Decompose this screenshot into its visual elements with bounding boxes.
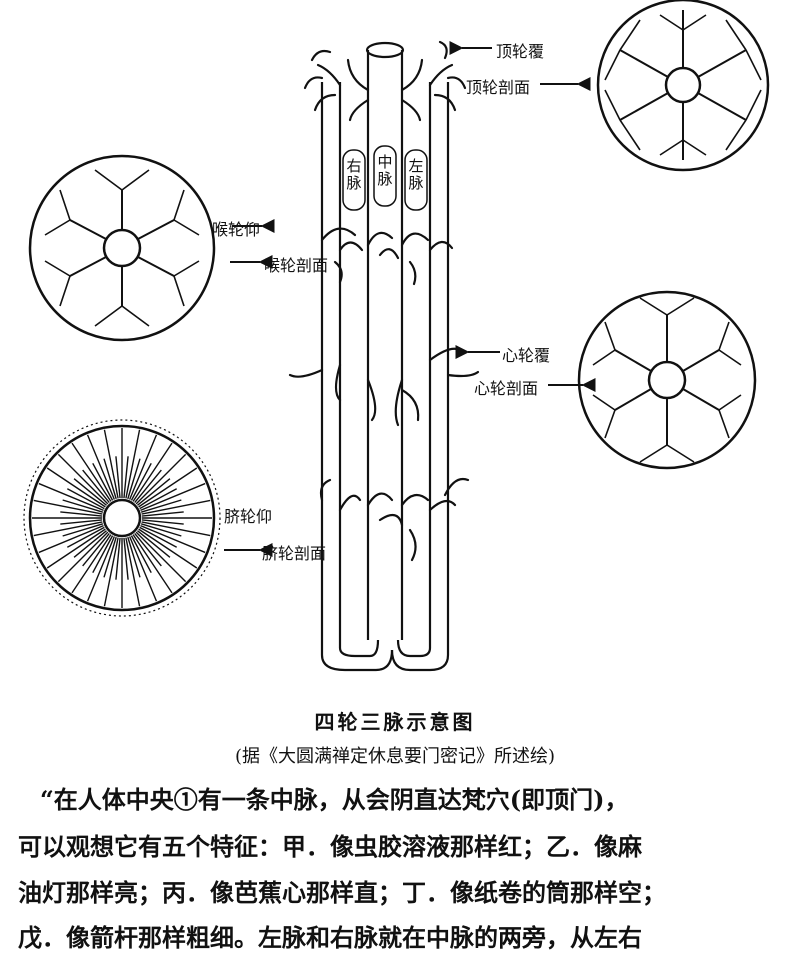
navel-spoke <box>46 528 106 569</box>
navel-spoke <box>123 456 129 499</box>
navel-spoke <box>33 521 103 537</box>
navel-spoke <box>129 434 158 500</box>
wheel-branches <box>288 40 480 562</box>
navel-spoke <box>141 499 211 515</box>
navel-spoke <box>137 530 171 558</box>
navel-spoke <box>66 488 105 510</box>
navel-spoke <box>134 533 162 567</box>
navel-spoke <box>138 467 198 508</box>
navel-spoke <box>60 519 103 525</box>
navel-spoke <box>60 511 103 517</box>
navel-spoke <box>135 531 187 583</box>
navel-spoke <box>123 537 129 580</box>
navel-spoke <box>38 482 104 511</box>
navel-spoke <box>140 523 182 537</box>
navel-spoke <box>135 453 187 505</box>
navel-spoke <box>141 511 184 517</box>
navel-spoke <box>130 462 152 501</box>
label-navel-wheel: 脐轮仰 <box>224 507 273 526</box>
paragraph-line-2: 可以观想它有五个特征：甲．像虫胶溶液那样红；乙．像麻 <box>18 832 642 861</box>
navel-spoke <box>57 453 109 505</box>
navel-spoke <box>139 526 178 548</box>
navel-spoke <box>141 519 184 525</box>
navel-spoke <box>86 536 115 602</box>
navel-spoke <box>140 482 206 511</box>
navel-spoke <box>71 442 112 502</box>
navel-spoke <box>82 533 110 567</box>
navel-spoke <box>132 442 173 502</box>
navel-spoke <box>62 523 104 537</box>
navel-spoke <box>92 535 114 574</box>
navel-spoke <box>66 526 105 548</box>
navel-spoke <box>138 528 198 569</box>
navel-spoke <box>103 458 117 500</box>
navel-spoke <box>141 521 211 537</box>
label-heart-section: 心轮剖面 <box>474 379 539 398</box>
label-arrows <box>224 41 596 557</box>
four-wheels-three-channels-diagram <box>23 0 770 672</box>
navel-spoke <box>125 429 141 499</box>
figure-source-note: (据《大圆满禅定休息要门密记》所述绘) <box>234 746 556 767</box>
navel-spoke <box>127 536 141 578</box>
label-throat-section: 喉轮剖面 <box>264 256 329 275</box>
navel-section-circle <box>23 419 221 617</box>
navel-spoke <box>134 469 162 503</box>
navel-spoke <box>73 478 107 506</box>
channel-tubes <box>320 41 450 672</box>
navel-spoke <box>92 462 114 501</box>
navel-spoke <box>132 534 173 594</box>
navel-spoke <box>103 537 119 607</box>
navel-spoke <box>140 525 206 554</box>
navel-spoke <box>73 530 107 558</box>
heart-section-circle <box>577 290 757 470</box>
navel-spoke <box>103 536 117 578</box>
paragraph-line-3: 油灯那样亮；丙．像芭蕉心那样直；丁．像纸卷的筒那样空； <box>18 878 666 907</box>
label-crown-wheel: 顶轮覆 <box>496 42 545 61</box>
navel-spoke <box>140 499 182 513</box>
figure-title: 四轮三脉示意图 <box>314 710 476 734</box>
navel-spoke <box>33 499 103 515</box>
navel-spoke <box>62 499 104 513</box>
navel-spoke <box>129 536 158 602</box>
navel-spoke <box>127 458 141 500</box>
label-right-channel: 右脉 <box>346 157 362 192</box>
crown-section-circle <box>596 0 770 172</box>
label-center-channel: 中脉 <box>377 153 393 188</box>
navel-spoke <box>137 478 171 506</box>
navel-spoke <box>82 469 110 503</box>
navel-spoke <box>125 537 141 607</box>
navel-spoke <box>139 488 178 510</box>
channel-label-capsules <box>342 145 428 211</box>
navel-spoke <box>71 534 112 594</box>
throat-section-circle <box>28 154 216 342</box>
navel-spoke <box>38 525 104 554</box>
label-navel-section: 脐轮剖面 <box>262 544 327 563</box>
paragraph-line-4: 戊．像箭杆那样粗细。左脉和右脉就在中脉的两旁，从左右 <box>18 923 642 952</box>
navel-spoke <box>115 456 121 499</box>
navel-spoke <box>86 434 115 500</box>
label-heart-wheel: 心轮覆 <box>502 346 551 365</box>
navel-spoke <box>57 531 109 583</box>
navel-spoke <box>46 467 106 508</box>
label-throat-wheel: 喉轮仰 <box>212 220 261 239</box>
paragraph-line-1: “在人体中央①有一条中脉，从会阴直达梵穴(即顶门)， <box>40 785 629 814</box>
label-left-channel: 左脉 <box>408 157 424 192</box>
navel-spoke <box>130 535 152 574</box>
navel-spoke <box>103 429 119 499</box>
navel-spoke <box>115 537 121 580</box>
label-crown-section: 顶轮剖面 <box>466 78 531 97</box>
